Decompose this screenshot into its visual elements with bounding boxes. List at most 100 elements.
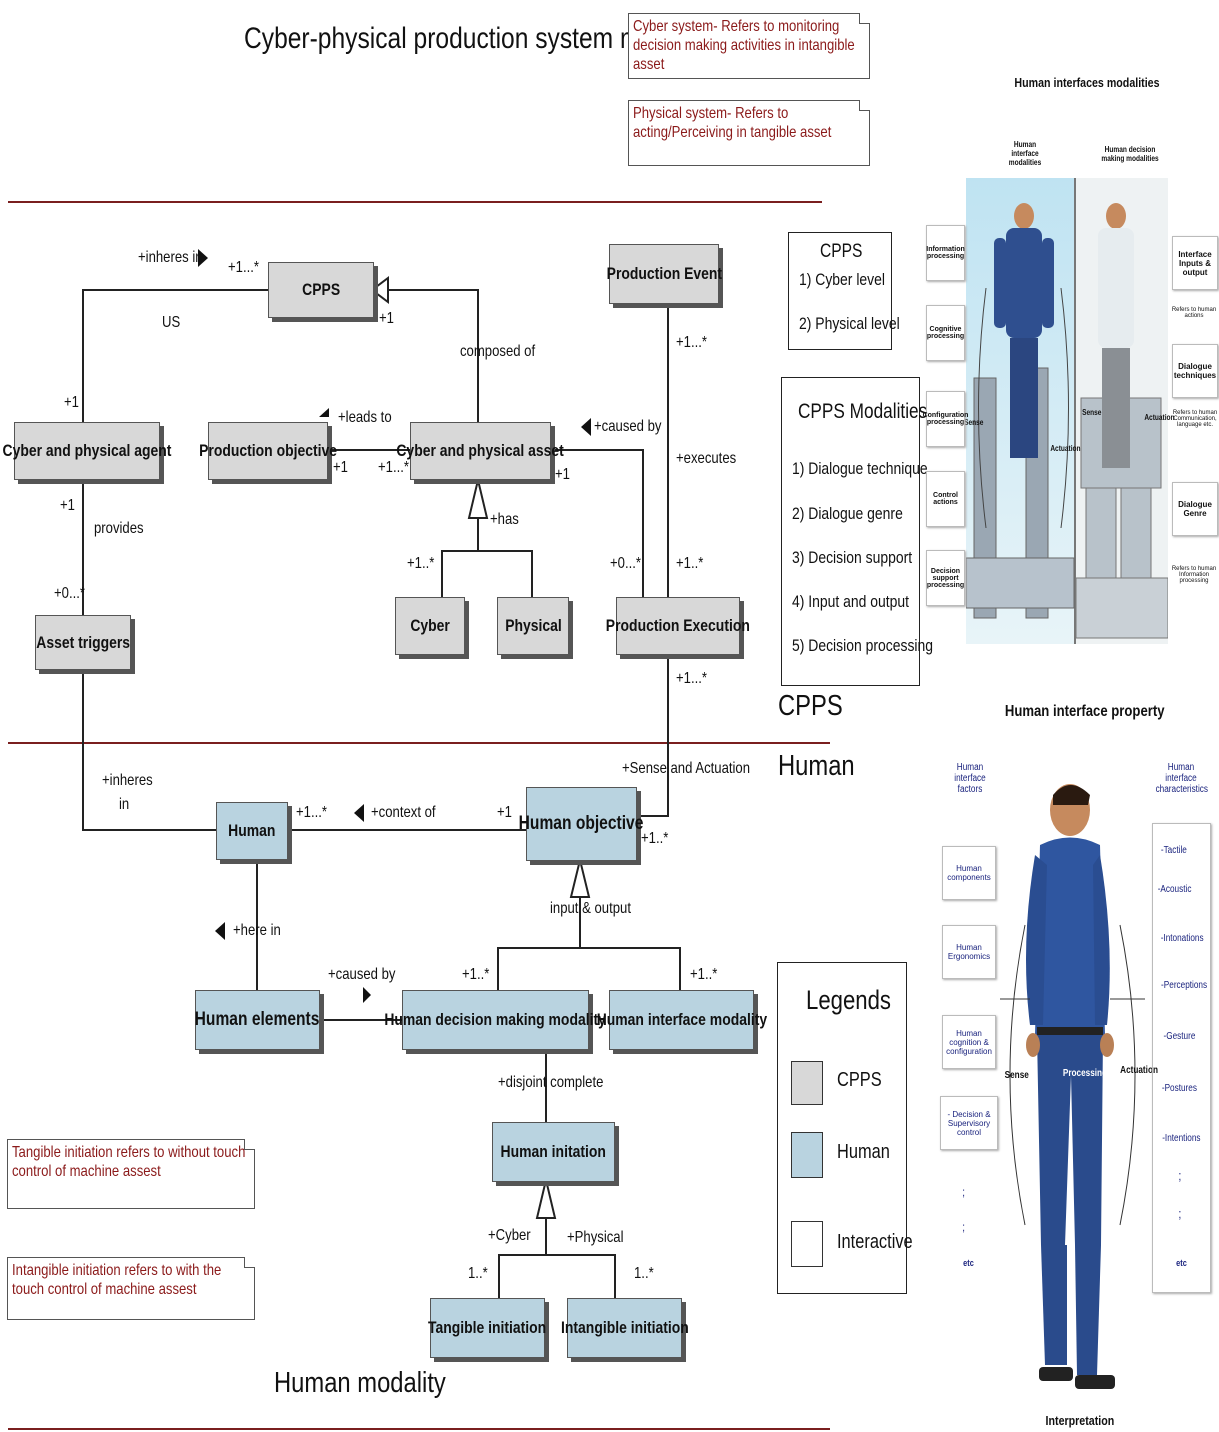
legend-label-interactive: Interactive	[837, 1231, 913, 1253]
class-asset-triggers-label: Asset triggers	[36, 632, 130, 652]
class-asset-triggers: Asset triggers	[35, 615, 131, 670]
class-cyber: Cyber	[395, 597, 465, 655]
class-human-elements: Human elements	[195, 990, 320, 1050]
class-human-interface-modality-label: Human interface modality	[596, 1010, 767, 1029]
divider-top	[8, 201, 822, 203]
cpps-modality-4: 4) Input and output	[792, 592, 910, 611]
rt-left-box-5: Decision support processing	[926, 550, 965, 606]
legend-swatch-human	[791, 1132, 823, 1178]
right-top-col1: Human interface modalities	[1008, 140, 1042, 167]
right-top-title: Human interfaces modalities	[1014, 75, 1160, 90]
cpps-levels-box	[788, 232, 892, 350]
rt-left-box-4: Control actions	[926, 471, 965, 527]
mult-objective-right: +1..*	[641, 830, 669, 847]
note-intangible: Intangible initiation refers to with the…	[7, 1257, 255, 1320]
mult-interface: +1..*	[690, 966, 718, 983]
rt-left-label-2: Cognitive processing	[926, 326, 965, 340]
factor-label-3: Human cognition & configuration	[946, 1028, 992, 1056]
note-cyber-text: Cyber system- Refers to monitoring decis…	[633, 18, 855, 73]
label-context-of: +context of	[371, 804, 436, 821]
factory-scene-image	[966, 178, 1168, 644]
char-7: -Intentions	[1162, 1133, 1201, 1144]
rt-right-box-2: Dialogue techniques	[1172, 344, 1218, 398]
rt-left-box-2: Cognitive processing	[926, 305, 965, 361]
class-human-decision-modality-label: Human decision making modality	[384, 1010, 607, 1029]
label-us: US	[162, 314, 181, 331]
mult-decision: +1..*	[462, 966, 490, 983]
factor-label-1: Human components	[947, 864, 991, 882]
mult-agent-top: +1	[64, 394, 79, 411]
rt-left-box-3: Configuration processing	[923, 391, 968, 447]
class-production-event: Production Event	[606, 244, 722, 304]
mult-asset-right: +1	[555, 466, 570, 483]
characteristics-box	[1152, 823, 1211, 1293]
class-cpps: CPPS	[268, 262, 374, 318]
label-inheres-b: in	[119, 796, 130, 813]
class-human-decision-modality: Human decision making modality	[385, 990, 606, 1050]
rt-right-box-3: Dialogue Genre	[1172, 482, 1218, 536]
legend-label-cpps: CPPS	[837, 1069, 882, 1091]
rt-right-label-2: Dialogue techniques	[1173, 362, 1217, 380]
note-physical-system: Physical system- Refers to acting/Percei…	[628, 100, 870, 166]
class-production-objective-label: Production objective	[199, 441, 337, 460]
class-production-execution: Production Execution	[606, 597, 750, 655]
rb-sense: Sense	[1004, 1070, 1029, 1081]
class-intangible-initiation: Intangible initiation	[561, 1298, 688, 1358]
class-human-initation: Human initation	[492, 1122, 615, 1182]
class-human-initation-label: Human initation	[500, 1142, 607, 1161]
mult-event: +1...*	[676, 334, 708, 351]
factor-box-3: Human cognition & configuration	[942, 1015, 996, 1069]
class-human-elements-label: Human elements	[195, 1009, 320, 1030]
label-caused-by: +caused by	[594, 418, 662, 435]
rb-actuation: Actuation	[1120, 1065, 1158, 1076]
label-input-output: input & output	[550, 900, 631, 917]
cpps-level-1: 1) Cyber level	[799, 270, 885, 289]
cpps-modalities-title: CPPS Modalities	[798, 400, 928, 423]
class-human-objective: Human objective	[519, 787, 644, 861]
class-cyber-physical-agent: Cyber and physical agent	[3, 422, 171, 480]
label-inheres-in: +inheres in	[138, 249, 203, 266]
rt-right-label-3: Dialogue Genre	[1178, 500, 1212, 518]
label-disjoint-complete: +disjoint complete	[498, 1074, 604, 1091]
char-2: -Acoustic	[1157, 884, 1192, 895]
label-inheres-a: +inheres	[102, 772, 153, 789]
label-composed-of: composed of	[460, 343, 536, 360]
label-leads-to: +leads to	[338, 409, 392, 426]
mult-has: +1..*	[407, 555, 435, 572]
right-top-actuation-left: Actuation	[1050, 444, 1081, 453]
char-1: -Tactile	[1160, 845, 1187, 856]
class-cpps-label: CPPS	[302, 280, 340, 299]
class-human-label: Human	[228, 821, 276, 840]
mult-cpps-agent: +1...*	[228, 259, 260, 276]
rt-left-label-4: Control actions	[933, 492, 958, 506]
note-physical-text: Physical system- Refers to acting/Percei…	[633, 105, 832, 141]
mult-tangible: 1..*	[468, 1265, 488, 1282]
right-top-col2: Human decision making modalities	[1101, 145, 1159, 163]
rt-left-label-3: Configuration processing	[922, 412, 969, 426]
note-tangible-text: Tangible initiation refers to without to…	[12, 1144, 246, 1180]
char-tail-1: ;	[1178, 1168, 1182, 1183]
label-cyber: +Cyber	[488, 1227, 531, 1244]
interpretation-label: Interpretation	[1045, 1413, 1115, 1428]
mult-execution-bottom: +1...*	[676, 670, 708, 687]
char-4: -Perceptions	[1161, 980, 1208, 991]
cpps-level-2: 2) Physical level	[799, 314, 900, 333]
rt-left-box-1: Information processing	[926, 225, 965, 281]
note-cyber-system: Cyber system- Refers to monitoring decis…	[628, 13, 870, 79]
mult-intangible: 1..*	[634, 1265, 654, 1282]
factor-tail-1: ;	[962, 1185, 966, 1199]
factor-box-2: Human Ergonomics	[942, 925, 996, 979]
right-top-actuation-right: Actuation	[1144, 413, 1175, 422]
factor-box-1: Human components	[942, 846, 996, 900]
class-physical: Physical	[497, 597, 569, 655]
mult-cpps-asset: +1	[379, 310, 394, 327]
mult-objective: +1	[333, 459, 348, 476]
class-production-execution-label: Production Execution	[605, 616, 751, 635]
cpps-modality-5: 5) Decision processing	[792, 636, 934, 655]
class-production-event-label: Production Event	[606, 264, 722, 283]
right-top-sense-left: Sense	[964, 418, 984, 427]
class-cyber-physical-asset: Cyber and physical asset	[397, 422, 564, 480]
mult-asset-left: +1...*	[378, 459, 410, 476]
mult-human-objective: +1	[497, 804, 512, 821]
class-tangible-initiation-label: Tangible initiation	[428, 1318, 547, 1337]
